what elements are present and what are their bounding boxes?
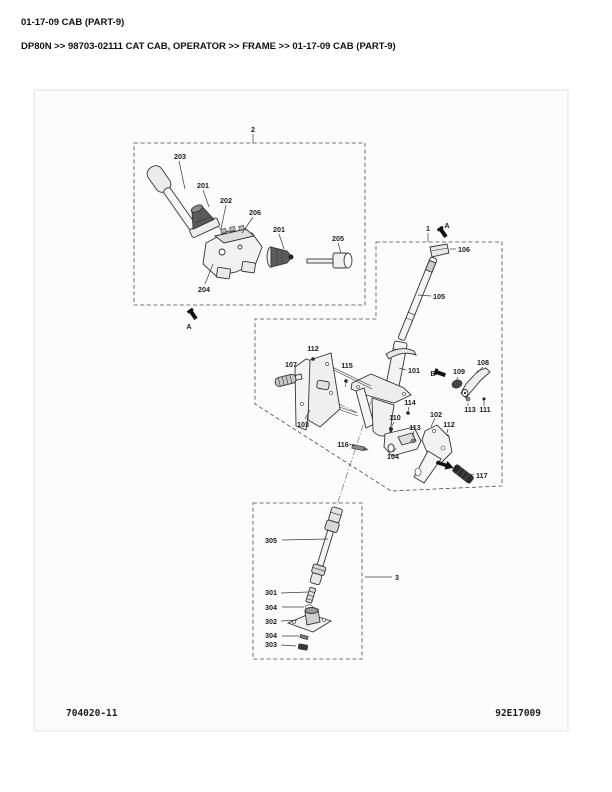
callout-part-115: 115 <box>341 361 353 370</box>
callout-marker-a-group2: A <box>186 322 191 331</box>
callout-part-113-right: 113 <box>464 405 476 414</box>
callout-part-303: 303 <box>265 640 277 649</box>
part-203-lever <box>146 165 201 237</box>
callout-part-105: 105 <box>433 292 445 301</box>
part-109-nut <box>451 379 463 389</box>
callout-part-104: 104 <box>387 452 399 461</box>
callout-group-1: 1 <box>426 224 430 233</box>
callout-part-201-right: 201 <box>273 225 285 234</box>
callout-part-304-lower: 304 <box>265 631 277 640</box>
figure-code: 92E17009 <box>495 708 541 719</box>
part-105-shaft <box>397 256 438 341</box>
page-title: 01-17-09 CAB (PART-9) <box>21 17 125 28</box>
part-114-bolt <box>406 411 410 415</box>
callout-part-102: 102 <box>430 410 442 419</box>
part-301-shaft <box>305 586 317 604</box>
callout-part-205: 205 <box>332 234 344 243</box>
bolt-a-group1-icon <box>436 225 448 239</box>
part-108-lever <box>460 367 491 399</box>
callout-part-103: 103 <box>297 420 309 429</box>
callout-part-113-lower: 113 <box>409 423 421 432</box>
callout-part-305: 305 <box>265 536 277 545</box>
callout-part-101: 101 <box>408 366 420 375</box>
callout-part-108: 108 <box>477 358 489 367</box>
part-113-right-washer <box>465 396 471 402</box>
callout-part-204: 204 <box>198 285 210 294</box>
callout-part-206: 206 <box>249 208 261 217</box>
bolt-b-upper-icon <box>433 368 446 378</box>
callout-part-201-left: 201 <box>197 181 209 190</box>
callout-part-109: 109 <box>453 367 465 376</box>
callout-part-304-upper: 304 <box>265 603 277 612</box>
part-303-nut <box>297 643 309 651</box>
callout-marker-b-lower: B <box>454 464 459 473</box>
leader-lines <box>178 134 485 647</box>
part-302-flange <box>286 607 333 633</box>
callout-part-117: 117 <box>476 471 488 480</box>
part-304-lower-bolt <box>299 634 309 640</box>
callout-part-116: 116 <box>337 440 349 449</box>
bolt-a-group2-icon <box>186 307 198 321</box>
part-115-bolt <box>344 379 348 388</box>
callout-group-3: 3 <box>395 573 399 582</box>
callout-part-114: 114 <box>404 398 416 407</box>
part-112-upper-bolt <box>311 357 315 361</box>
callout-part-110: 110 <box>389 413 401 422</box>
callout-marker-a-group1: A <box>444 221 449 230</box>
part-201-boot-left <box>189 204 220 238</box>
drawing-number: 704020-11 <box>66 708 118 719</box>
group-2-boundary <box>133 142 366 306</box>
callout-part-111: 111 <box>479 405 490 414</box>
breadcrumb: DP80N >> 98703-02111 CAT CAB, OPERATOR >… <box>21 41 396 52</box>
callout-part-202: 202 <box>220 196 232 205</box>
callout-group-2: 2 <box>251 125 255 134</box>
callout-marker-b-upper: B <box>430 369 435 378</box>
part-305-ujoint-shaft <box>309 506 343 586</box>
part-201-boot-right <box>266 246 294 268</box>
callout-part-203: 203 <box>174 152 186 161</box>
part-107-pin <box>274 373 303 387</box>
callout-part-106: 106 <box>458 245 470 254</box>
part-106-cap <box>429 243 450 258</box>
callout-part-302: 302 <box>265 617 277 626</box>
part-101-column <box>350 340 417 437</box>
callout-part-112-lower: 112 <box>443 420 455 429</box>
part-117-pin <box>452 464 474 484</box>
callout-part-112-upper: 112 <box>307 344 319 353</box>
group-3-boundary <box>252 502 363 660</box>
part-202-housing <box>202 225 263 280</box>
part-205-pin <box>306 252 353 269</box>
part-102-bracket <box>413 424 453 484</box>
callout-part-301: 301 <box>265 588 277 597</box>
callout-part-107: 107 <box>285 360 297 369</box>
part-113-lower-washer <box>410 438 416 444</box>
group-1-boundary <box>254 241 503 492</box>
arrow-b-lower-icon <box>435 460 454 470</box>
